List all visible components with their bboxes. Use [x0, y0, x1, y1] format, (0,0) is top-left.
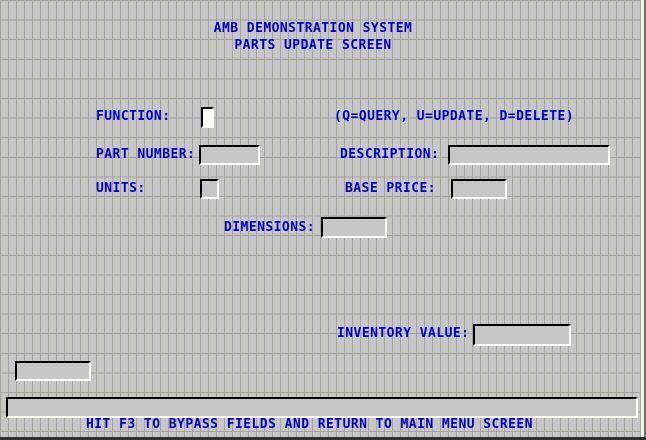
- message-bar[interactable]: [6, 397, 638, 418]
- inventory-value-label: INVENTORY VALUE:: [337, 326, 470, 341]
- description-input[interactable]: [448, 145, 610, 165]
- footer-help-message: HIT F3 TO BYPASS FIELDS AND RETURN TO MA…: [86, 417, 533, 432]
- window-right-edge: [641, 0, 646, 440]
- screen-title: PARTS UPDATE SCREEN: [234, 38, 392, 53]
- units-label: UNITS:: [96, 181, 146, 196]
- base-price-input[interactable]: [451, 179, 507, 199]
- function-input[interactable]: [201, 107, 214, 128]
- window-bottom-edge: [0, 437, 646, 440]
- part-number-label: PART NUMBER:: [96, 147, 196, 162]
- part-number-input[interactable]: [199, 145, 260, 165]
- function-hint: (Q=QUERY, U=UPDATE, D=DELETE): [334, 109, 575, 124]
- status-field[interactable]: [15, 361, 91, 381]
- system-title: AMB DEMONSTRATION SYSTEM: [213, 21, 413, 36]
- units-input[interactable]: [200, 179, 219, 199]
- dimensions-input[interactable]: [321, 217, 387, 238]
- dimensions-label: DIMENSIONS:: [224, 220, 316, 235]
- description-label: DESCRIPTION:: [340, 147, 440, 162]
- base-price-label: BASE PRICE:: [345, 181, 437, 196]
- function-label: FUNCTION:: [96, 109, 171, 124]
- inventory-value-input[interactable]: [473, 324, 571, 346]
